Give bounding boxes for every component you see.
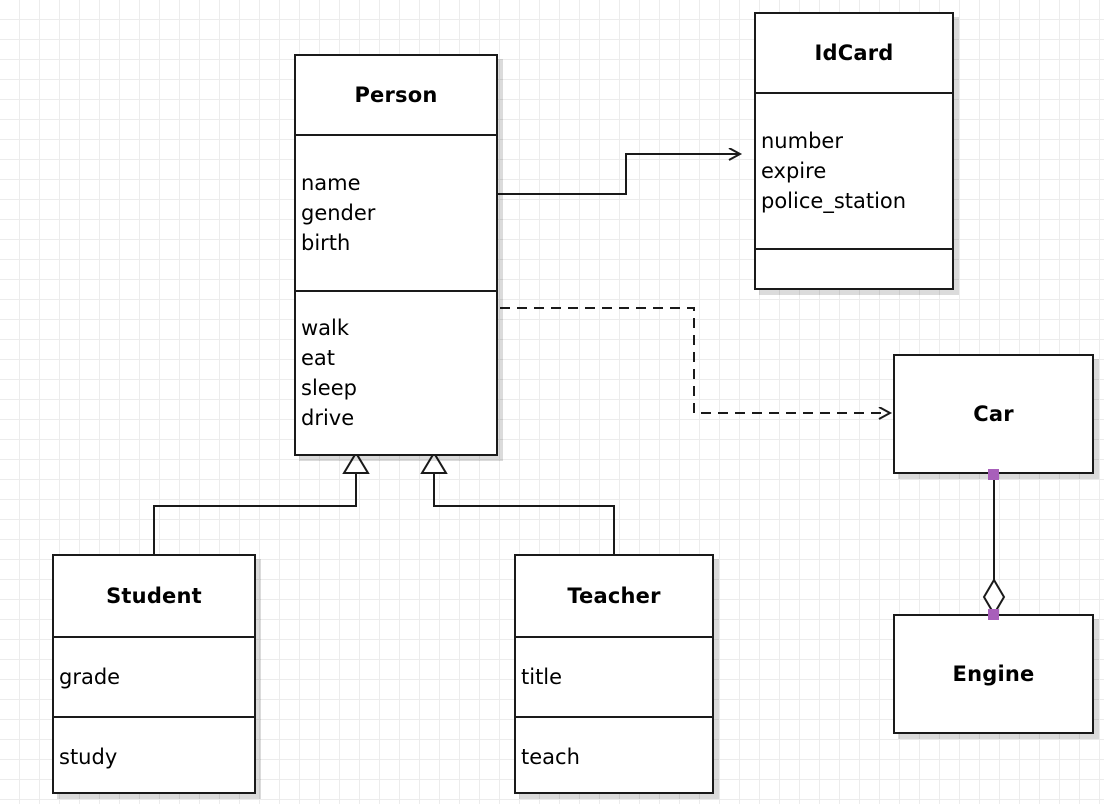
operation-item: sleep <box>301 376 357 400</box>
attribute-item: grade <box>59 665 121 689</box>
class-box-student[interactable]: Student grade study <box>52 554 256 794</box>
attribute-item: expire <box>761 159 827 183</box>
class-title-person: Person <box>296 56 496 134</box>
class-title-idcard: IdCard <box>756 14 952 92</box>
class-attributes-person: name gender birth <box>296 134 496 290</box>
class-name-label: Person <box>354 83 438 107</box>
class-title-student: Student <box>54 556 254 636</box>
attribute-item: number <box>761 129 843 153</box>
aggregation-car-engine[interactable] <box>982 476 1006 616</box>
attribute-item: police_station <box>761 189 907 213</box>
class-box-car[interactable]: Car <box>893 354 1094 474</box>
class-name-label: Engine <box>952 662 1035 686</box>
class-box-engine[interactable]: Engine <box>893 614 1094 734</box>
class-attributes-teacher: title <box>516 636 712 716</box>
class-operations-person: walk eat sleep drive <box>296 290 496 454</box>
class-name-label: Car <box>973 402 1014 426</box>
attribute-item: gender <box>301 201 376 225</box>
class-attributes-idcard: number expire police_station <box>756 92 952 248</box>
class-operations-student: study <box>54 716 254 796</box>
operation-item: walk <box>301 316 350 340</box>
association-person-idcard[interactable] <box>498 154 740 195</box>
attribute-item: name <box>301 171 361 195</box>
generalization-teacher-person[interactable] <box>420 451 615 554</box>
class-name-label: Student <box>106 584 202 608</box>
operation-item: study <box>59 745 118 769</box>
class-operations-idcard <box>756 248 952 288</box>
class-title-car: Car <box>895 356 1092 472</box>
operation-item: drive <box>301 406 355 430</box>
class-title-engine: Engine <box>895 616 1092 732</box>
generalization-student-person[interactable] <box>153 451 370 554</box>
operation-item: eat <box>301 346 336 370</box>
class-box-idcard[interactable]: IdCard number expire police_station <box>754 12 954 290</box>
class-operations-teacher: teach <box>516 716 712 796</box>
class-title-teacher: Teacher <box>516 556 712 636</box>
class-box-teacher[interactable]: Teacher title teach <box>514 554 714 794</box>
class-box-person[interactable]: Person name gender birth walk eat sleep … <box>294 54 498 456</box>
attribute-item: title <box>521 665 563 689</box>
class-name-label: IdCard <box>814 41 894 65</box>
dependency-person-car[interactable] <box>500 307 890 413</box>
class-attributes-student: grade <box>54 636 254 716</box>
operation-item: teach <box>521 745 580 769</box>
class-name-label: Teacher <box>567 584 661 608</box>
attribute-item: birth <box>301 231 351 255</box>
